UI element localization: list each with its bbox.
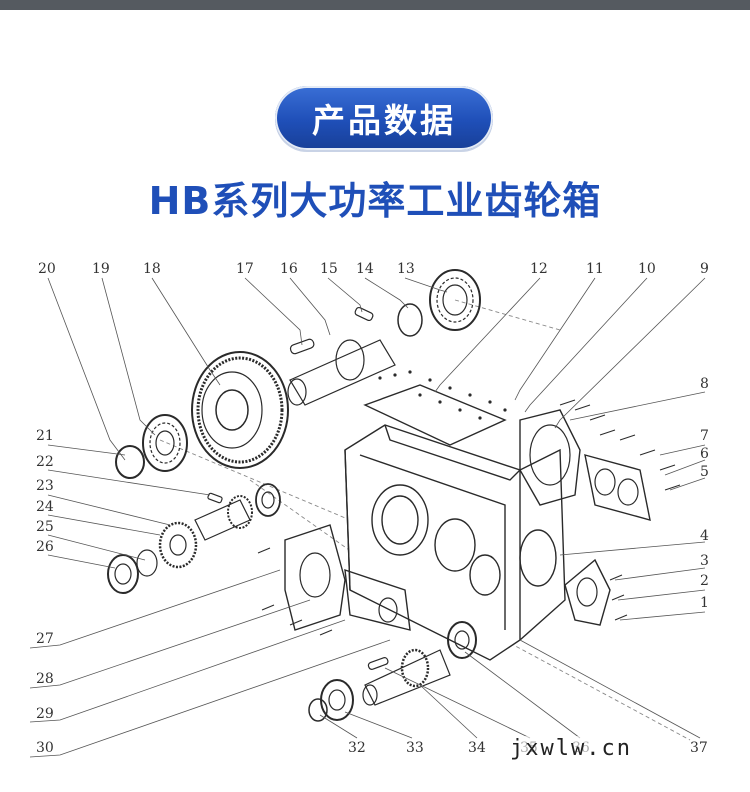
leader-lines xyxy=(29,277,706,758)
part-label-16: 16 xyxy=(280,261,298,277)
part-number-labels: 1234567891011121314151617181920212223242… xyxy=(36,261,709,756)
part-label-17: 17 xyxy=(236,261,254,277)
part-label-12: 12 xyxy=(530,261,548,277)
page-title: HB系列大功率工业齿轮箱 xyxy=(148,179,602,223)
part-label-19: 19 xyxy=(92,261,110,277)
watermark: jxwlw.cn xyxy=(510,736,632,761)
key-15 xyxy=(354,306,374,322)
key-22 xyxy=(207,492,223,504)
part-label-30: 30 xyxy=(36,740,54,756)
gearbox-housing xyxy=(344,424,566,661)
circlip-32 xyxy=(308,698,328,722)
spacer-25 xyxy=(136,549,158,577)
part-label-18: 18 xyxy=(143,261,161,277)
part-label-21: 21 xyxy=(36,428,54,444)
flange-cover xyxy=(584,454,651,521)
key-35 xyxy=(367,657,389,670)
part-label-29: 29 xyxy=(36,706,54,722)
part-label-24: 24 xyxy=(36,499,54,515)
part-label-11: 11 xyxy=(586,261,604,277)
part-label-22: 22 xyxy=(36,454,54,470)
part-label-10: 10 xyxy=(638,261,656,277)
screws xyxy=(257,399,681,636)
part-label-25: 25 xyxy=(36,519,54,535)
part-label-8: 8 xyxy=(700,376,709,392)
badge-text: 产品数据 xyxy=(312,101,456,140)
part-label-33: 33 xyxy=(406,740,424,756)
part-label-13: 13 xyxy=(397,261,415,277)
bearing-26 xyxy=(107,554,139,594)
end-cover-8 xyxy=(519,409,581,506)
shaft-16 xyxy=(287,339,396,406)
part-label-5: 5 xyxy=(700,464,709,480)
part-label-1: 1 xyxy=(700,595,709,611)
top-cover xyxy=(363,384,507,446)
seal-ring-14 xyxy=(397,303,423,337)
bearing-19 xyxy=(142,414,188,472)
part-label-32: 32 xyxy=(348,740,366,756)
part-label-34: 34 xyxy=(468,740,486,756)
part-label-23: 23 xyxy=(36,478,54,494)
flange-28 xyxy=(344,568,411,631)
part-label-26: 26 xyxy=(36,539,54,555)
output-shaft xyxy=(362,648,451,706)
part-label-6: 6 xyxy=(700,446,709,462)
part-label-2: 2 xyxy=(700,573,709,589)
part-label-15: 15 xyxy=(320,261,338,277)
bearing-36 xyxy=(447,621,477,659)
circlip-21 xyxy=(115,445,145,479)
part-label-28: 28 xyxy=(36,671,54,687)
part-label-27: 27 xyxy=(36,631,54,647)
part-label-9: 9 xyxy=(700,261,709,277)
bearing-13 xyxy=(429,269,481,331)
large-gear xyxy=(191,351,289,469)
key-17 xyxy=(289,338,315,355)
part-label-20: 20 xyxy=(38,261,56,277)
end-cover-27 xyxy=(284,524,346,631)
exploded-gearbox-diagram: 1234567891011121314151617181920212223242… xyxy=(29,261,709,758)
pinion-shaft xyxy=(158,483,281,569)
end-cover-3 xyxy=(564,558,611,626)
part-label-7: 7 xyxy=(700,428,709,444)
part-label-3: 3 xyxy=(700,553,709,569)
section-badge: 产品数据 xyxy=(275,86,493,150)
part-label-37: 37 xyxy=(690,740,708,756)
gearbox-drawing xyxy=(29,269,706,758)
top-bar xyxy=(0,0,750,10)
part-label-4: 4 xyxy=(700,528,709,544)
cover-bolts xyxy=(378,370,507,420)
part-label-14: 14 xyxy=(356,261,374,277)
